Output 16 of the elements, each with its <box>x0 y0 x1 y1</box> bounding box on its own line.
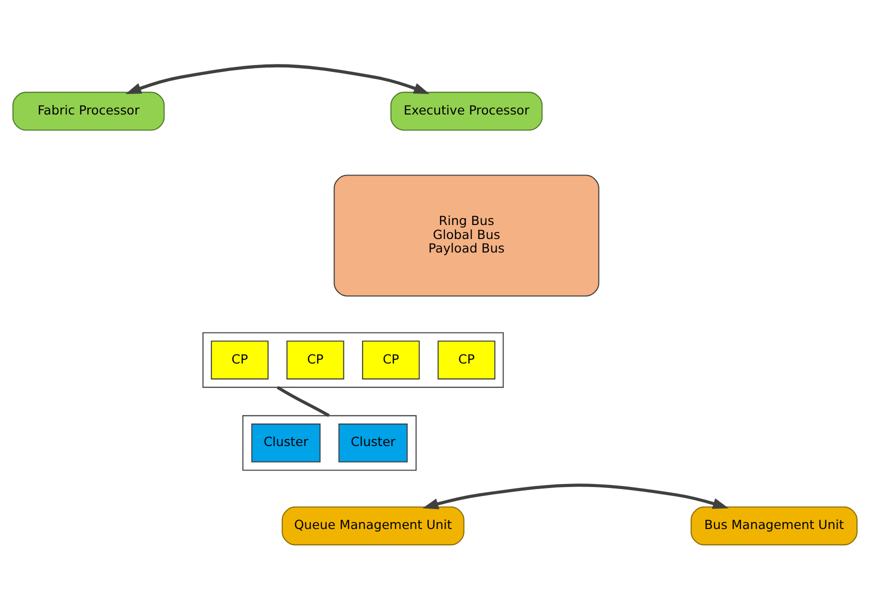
node-box: CP <box>286 340 344 379</box>
cluster <box>202 332 504 388</box>
node-box: Executive Processor <box>390 91 543 130</box>
cluster <box>242 414 417 470</box>
connector <box>276 385 330 417</box>
node-box: Bus Management Unit <box>690 506 858 545</box>
arrow <box>126 64 430 94</box>
node-box: CP <box>362 340 420 379</box>
arrow <box>422 483 729 509</box>
node-box: Queue Management Unit <box>282 506 464 545</box>
node-box: CP <box>210 340 269 379</box>
node-box: Cluster <box>338 423 408 462</box>
node-box: Cluster <box>251 423 321 462</box>
node-box: Fabric Processor <box>12 91 165 130</box>
node-box: Ring Bus Global Bus Payload Bus <box>334 174 600 296</box>
node-box: CP <box>438 340 496 379</box>
